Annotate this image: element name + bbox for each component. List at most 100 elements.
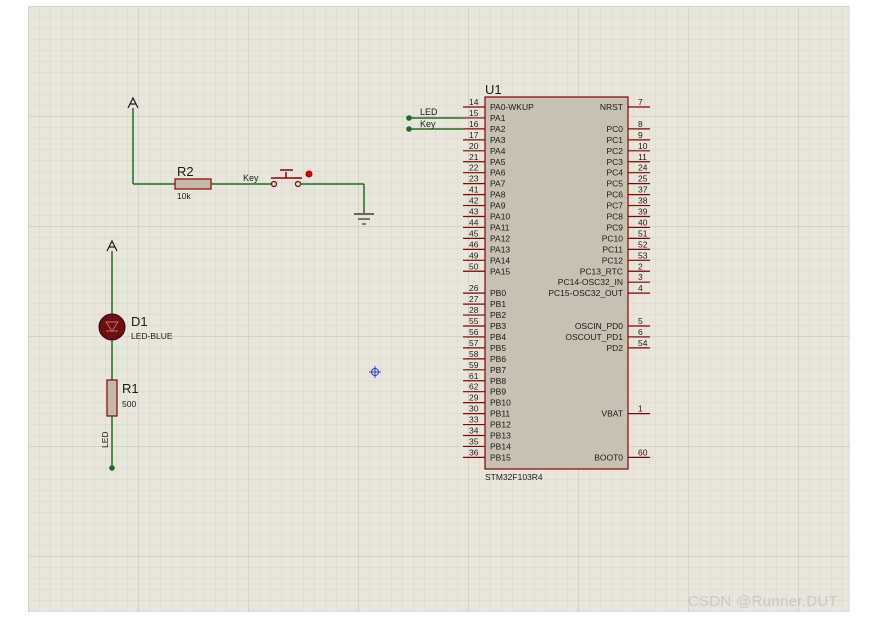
pin-number: 49 (469, 250, 479, 260)
pushbutton-key[interactable] (270, 169, 313, 188)
pin-number: 41 (469, 185, 479, 195)
pin-number: 60 (638, 447, 648, 457)
pin-name: PB12 (490, 420, 511, 430)
pin-number: 3 (638, 272, 643, 282)
resistor-r2[interactable]: R2 10k (174, 164, 212, 201)
pin-name: PC10 (602, 233, 624, 243)
pin-number: 15 (469, 108, 479, 118)
pin-name: PB14 (490, 441, 511, 451)
pin-number: 29 (469, 393, 479, 403)
d1-value: LED-BLUE (131, 331, 173, 341)
pin-name: PB1 (490, 299, 506, 309)
power-terminal-top[interactable] (127, 96, 175, 185)
pin-number: 37 (638, 185, 648, 195)
pin-number: 4 (638, 283, 643, 293)
pin-name: PA10 (490, 212, 510, 222)
r1-ref: R1 (122, 381, 139, 396)
button-actuator-icon[interactable] (305, 170, 313, 178)
pin-number: 54 (638, 338, 648, 348)
pin-name: PC14-OSC32_IN (558, 277, 623, 287)
pin-name: PB11 (490, 409, 510, 419)
pin-number: 38 (638, 196, 648, 206)
net-key-to-pa2[interactable]: Key (406, 119, 463, 132)
resistor-r1[interactable]: R1 500 (106, 379, 139, 417)
pin-name: PB13 (490, 431, 511, 441)
junction-key (406, 126, 412, 132)
ground-symbol-icon (354, 213, 374, 225)
power-terminal-led[interactable] (106, 239, 118, 314)
led-d1[interactable]: D1 LED-BLUE (98, 313, 173, 341)
pin-name: PD2 (606, 343, 623, 353)
pin-number: 23 (469, 174, 479, 184)
r1-value: 500 (122, 399, 136, 409)
pin-name: OSCIN_PD0 (575, 321, 623, 331)
pin-number: 52 (638, 239, 648, 249)
u1-body[interactable] (484, 96, 629, 470)
pin-number: 6 (638, 327, 643, 337)
pin-number: 14 (469, 97, 479, 107)
crosshair-icon (369, 366, 381, 378)
pin-name: PC1 (606, 135, 623, 145)
pin-number: 9 (638, 130, 643, 140)
net-led-to-pa1[interactable]: LED (406, 107, 463, 121)
pin-name: PB4 (490, 332, 506, 342)
pin-name: PA15 (490, 266, 510, 276)
